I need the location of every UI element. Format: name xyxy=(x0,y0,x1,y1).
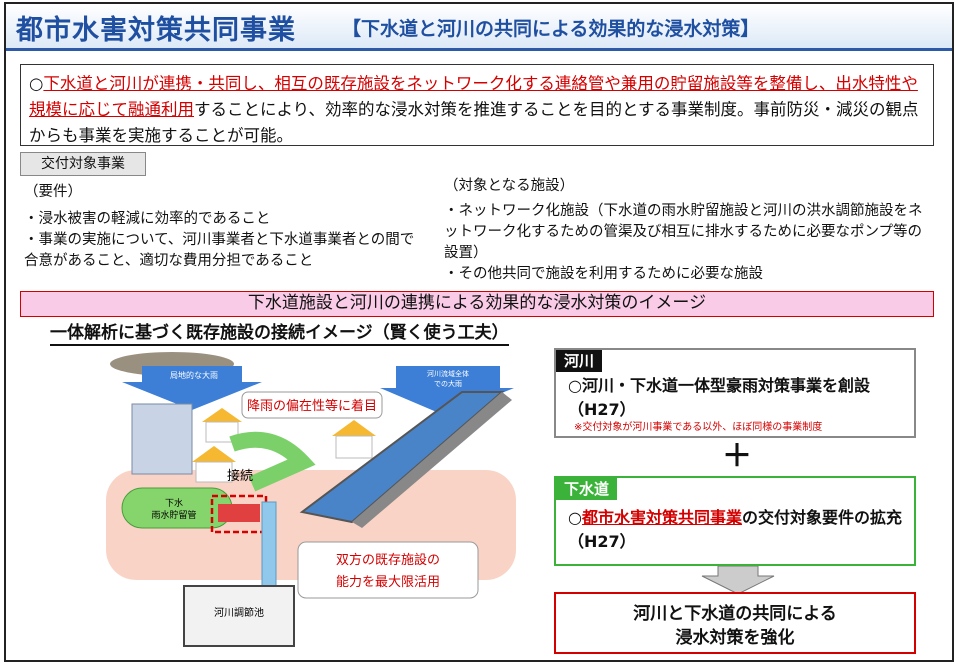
green-pipe xyxy=(229,431,316,492)
result-text: 河川と下水道の共同による 浸水対策を強化 xyxy=(556,602,914,650)
callout-top-box xyxy=(241,391,383,419)
result-line-1: 河川と下水道の共同による xyxy=(633,604,837,624)
result-line-2: 浸水対策を強化 xyxy=(675,628,795,648)
rain-local-label: 局地的な大雨 xyxy=(170,370,218,380)
rain-basin-label-2: での大雨 xyxy=(434,379,462,388)
facilities-heading: （対象となる施設） xyxy=(444,178,575,194)
sewer-label: 下水道 xyxy=(556,478,618,500)
result-box: 河川と下水道の共同による 浸水対策を強化 xyxy=(554,592,916,654)
sewer-storage-label-2: 雨水貯留管 xyxy=(151,509,196,521)
pond-label: 河川調節池 xyxy=(214,606,264,619)
houses-icon xyxy=(192,408,376,483)
facility-item: ・ネットワーク化施設（下水道の雨水貯留施設と河川の洪水調節施設をネットワーク化す… xyxy=(444,203,923,261)
requirement-item: ・浸水被害の軽減に効率的であること xyxy=(24,211,271,227)
plus-sign: ＋ xyxy=(722,439,752,474)
slide: 都市水害対策共同事業 【下水道と河川の共同による効果的な浸水対策】 ○下水道と河… xyxy=(4,2,954,662)
intro-box: ○下水道と河川が連携・共同し、相互の既存施設をネットワーク化する連絡管や兼用の貯… xyxy=(20,64,934,146)
connection-label: 接続 xyxy=(227,468,253,484)
eligible-projects-tag: 交付対象事業 xyxy=(20,152,146,176)
image-banner: 下水道施設と河川の連携による効果的な浸水対策のイメージ xyxy=(20,291,934,317)
intro-bullet: ○ xyxy=(29,74,44,93)
river-text: ○河川・下水道一体型豪雨対策事業を創設（H27） xyxy=(568,376,870,419)
rain-arrow-local-icon xyxy=(122,366,262,410)
river-label: 河川 xyxy=(556,350,603,372)
rain-basin-label: 河川流域全体 xyxy=(427,369,469,378)
building-icon xyxy=(131,403,193,475)
facility-item: ・その他共同で施設を利用するために必要な施設 xyxy=(444,266,763,282)
callout-bottom-2: 能力を最大限活用 xyxy=(336,575,440,590)
page-subtitle: 【下水道と河川の共同による効果的な浸水対策】 xyxy=(342,18,760,40)
connection-diagram: 局地的な大雨 河川流域全体 での大雨 降雨の偏在性等に着目 下水 雨水貯留管 接… xyxy=(106,352,516,647)
sewer-rest: の交付対象要件の拡充（H27） xyxy=(568,508,902,551)
rain-arrow-basin-icon xyxy=(380,366,514,416)
sewer-storage-label: 下水 xyxy=(165,497,183,509)
page-title: 都市水害対策共同事業 xyxy=(16,15,296,46)
intro-text: することにより、効率的な浸水対策を推進することを目的とする事業制度。事前防災・減… xyxy=(29,100,919,145)
sewer-text: ○都市水害対策共同事業の交付対象要件の拡充（H27） xyxy=(568,506,906,554)
sewer-highlight: 都市水害対策共同事業 xyxy=(581,508,742,527)
river-box: 河川 ○河川・下水道一体型豪雨対策事業を創設（H27） ※交付対象が河川事業であ… xyxy=(554,348,916,438)
requirements-heading: （要件） xyxy=(24,184,82,200)
requirement-item: ・事業の実施について、河川事業者と下水道事業者との間で合意があること、適切な費用… xyxy=(24,232,415,269)
regulating-pond xyxy=(183,585,295,647)
river-note: ※交付対象が河川事業である以外、ほぼ同様の事業制度 xyxy=(574,422,823,433)
header-bar: 都市水害対策共同事業 【下水道と河川の共同による効果的な浸水対策】 xyxy=(6,4,952,51)
facilities-section: （対象となる施設） ・ネットワーク化施設（下水道の雨水貯留施設と河川の洪水調節施… xyxy=(444,176,934,285)
vertical-pipe xyxy=(261,501,277,589)
intro-highlight: 下水道と河川が連携・共同し、相互の既存施設をネットワーク化する連絡管や兼用の貯留… xyxy=(29,74,918,119)
down-arrow-icon xyxy=(701,566,775,594)
sewer-bullet: ○ xyxy=(568,508,582,527)
diagram-title: 一体解析に基づく既存施設の接続イメージ（賢く使う工夫） xyxy=(50,322,509,346)
callout-bottom-box xyxy=(297,541,479,599)
requirements-section: （要件） ・浸水被害の軽減に効率的であること ・事業の実施について、河川事業者と… xyxy=(24,184,424,272)
sewer-box: 下水道 ○都市水害対策共同事業の交付対象要件の拡充（H27） xyxy=(554,476,916,566)
callout-top: 降雨の偏在性等に着目 xyxy=(247,398,377,414)
callout-bottom-1: 双方の既存施設の xyxy=(336,552,440,568)
